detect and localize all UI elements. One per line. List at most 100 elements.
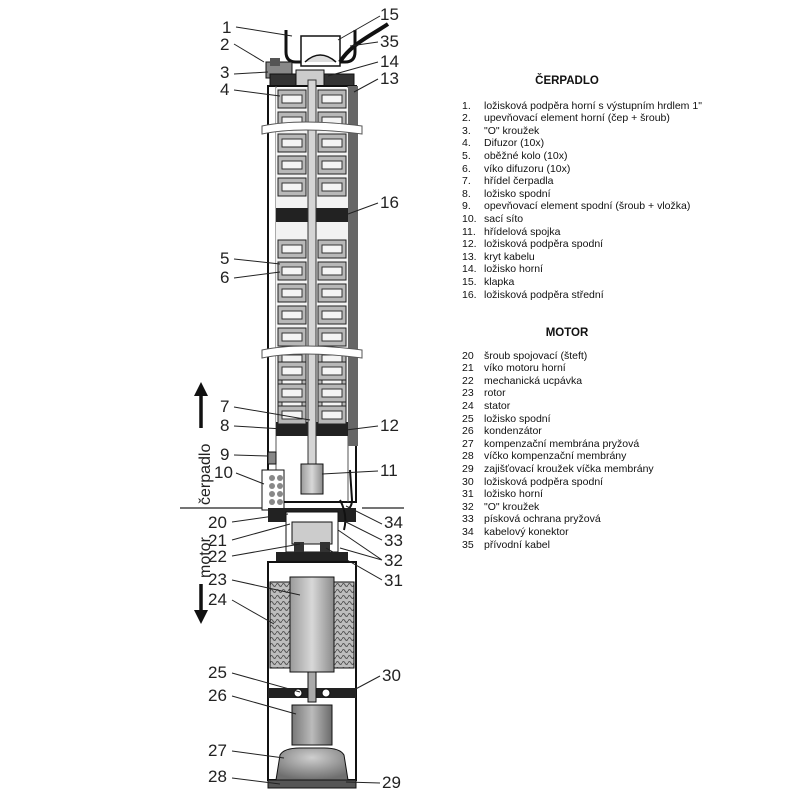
legend-item: 3."O" kroužek [462,125,792,138]
callout-14: 14 [380,52,399,71]
callout-15: 15 [380,5,399,24]
legend-item-text: stator [484,399,511,412]
legend-item-number: 22 [462,374,474,387]
callout-1: 1 [222,18,231,37]
impeller [281,244,303,254]
impeller [321,160,343,170]
impeller [321,332,343,342]
impeller [321,288,343,298]
pump-section [261,22,390,513]
side-label-motor: motor [197,536,214,578]
callout-34: 34 [384,513,403,532]
impeller [281,310,303,320]
impeller [281,94,303,104]
callout-7: 7 [220,397,229,416]
legend-item: 5. oběžné kolo (10x) [462,150,792,163]
legend-item-text: ložisková podpěra horní s výstupním hrdl… [484,99,702,112]
legend-item: 29 zajišťovací kroužek víčka membrány [462,463,792,476]
callout-3: 3 [220,63,229,82]
callout-29: 29 [382,773,401,792]
legend-item-number: 3. [462,124,471,137]
rotor [289,576,335,673]
legend-item-text: písková ochrana pryžová [484,513,601,526]
legend-item-number: 11. [462,225,476,238]
intake-screen [269,475,283,505]
legend-item-number: 15. [462,275,477,288]
callout-4: 4 [220,80,229,99]
legend-item-number: 30 [462,475,474,488]
legend-item: 32"O" kroužek [462,501,792,514]
legend-item: 22 mechanická ucpávka [462,375,792,388]
callout-13: 13 [380,69,399,88]
legend-item: 30 ložisková podpěra spodní [462,476,792,489]
legend-item-number: 31 [462,488,474,501]
legend-item: 10. sací síto [462,213,792,226]
legend-item-text: klapka [484,275,515,288]
legend-item-text: oběžné kolo (10x) [484,149,568,162]
legend-item-number: 25 [462,412,474,425]
legend-item-text: zajišťovací kroužek víčka membrány [484,462,654,475]
callout-5: 5 [220,249,229,268]
legend-item: 24 stator [462,400,792,413]
impeller [321,410,343,420]
legend-item-number: 14. [462,263,477,276]
legend-item-number: 33 [462,513,474,526]
legend-item-text: ložisková podpěra střední [484,288,604,301]
legend-item-text: kryt kabelu [484,250,535,263]
legend-item-number: 26 [462,425,474,438]
legend-item-number: 6. [462,162,471,175]
impeller [321,94,343,104]
power-cable-top [338,22,390,64]
legend-item-text: kabelový konektor [484,525,569,538]
stator-right [333,581,355,669]
legend-item: 16.ložisková podpěra střední [462,289,792,302]
legend-item-number: 12. [462,238,477,251]
legend-item: 9.opevňovací element spodní (šroub + vlo… [462,200,792,213]
motor-section [267,499,357,789]
cable-guard [348,86,358,446]
legend-item-text: ložisko horní [484,488,543,501]
callout-6: 6 [220,268,229,287]
legend-item-number: 13. [462,250,477,263]
legend-item-number: 20 [462,349,474,362]
pump-parts-list: 1.ložisková podpěra horní s výstupním hr… [462,100,792,302]
callout-2: 2 [220,35,229,54]
callout-20: 20 [208,513,227,532]
legend-item-number: 10. [462,212,477,225]
legend-item-number: 24 [462,399,474,412]
legend-item-number: 5. [462,149,471,162]
legend-item: 8.ložisko spodní [462,188,792,201]
legend-item-text: ložisková podpěra spodní [484,238,604,251]
break-mark-top [261,121,363,135]
impeller [321,266,343,276]
legend-item-text: přívodní kabel [484,538,550,551]
legend-item-text: víko motoru horní [484,362,566,375]
callout-9: 9 [220,445,229,464]
flow-arrows [194,382,208,624]
legend-item-text: mechanická ucpávka [484,374,583,387]
legend-item-number: 2. [462,112,471,125]
pump-parts-legend: ČERPADLO 1.ložisková podpěra horní s výs… [462,75,792,301]
legend-item-number: 23 [462,387,474,400]
callout-16: 16 [380,193,399,212]
legend-item: 6.víko difuzoru (10x) [462,163,792,176]
legend-item-text: "O" kroužek [484,500,540,513]
legend-item-text: ložisko horní [484,263,543,276]
legend-item-text: ložisková podpěra spodní [484,475,604,488]
legend-item-text: sací síto [484,212,524,225]
impeller [281,138,303,148]
impeller [281,288,303,298]
legend-item-number: 29 [462,462,474,475]
legend-item-text: víčko kompenzační membrány [484,450,627,463]
break-mark-bottom [261,345,363,359]
legend-item-number: 7. [462,175,471,188]
